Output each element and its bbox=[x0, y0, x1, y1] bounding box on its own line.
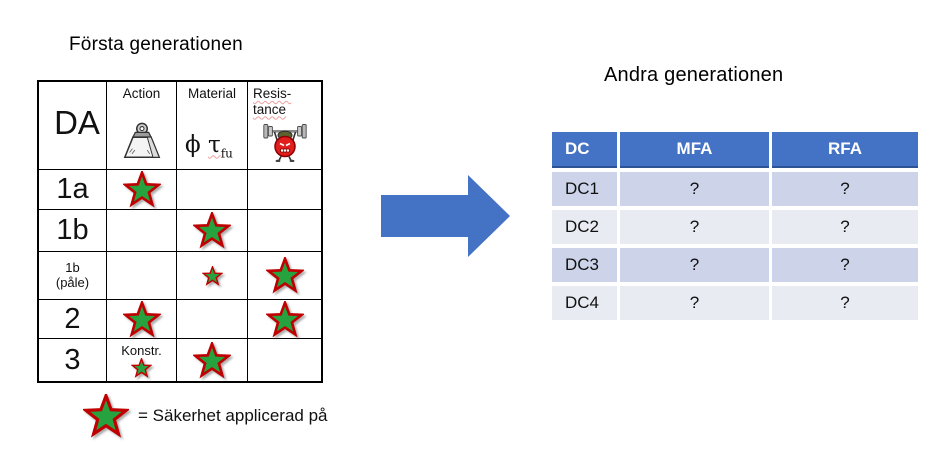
dc3-mfa-cell: ? bbox=[620, 248, 769, 282]
resistance-column-label-line2: tance bbox=[253, 101, 287, 117]
dc3-rfa-cell: ? bbox=[772, 248, 918, 282]
safety-star-icon bbox=[193, 341, 231, 379]
row-1b-pale-sublabel: (påle) bbox=[55, 274, 90, 290]
row-1b-pale-label-cell: 1b (påle) bbox=[39, 252, 107, 300]
phi-tau-symbols: ϕ τfu bbox=[177, 134, 233, 160]
da-label: DA bbox=[54, 104, 100, 141]
safety-star-icon bbox=[131, 358, 152, 378]
row-1a-label-cell: 1a bbox=[39, 170, 107, 210]
dc2-mfa-cell: ? bbox=[620, 210, 769, 244]
row-3-label: 3 bbox=[64, 343, 81, 376]
row-1b-action-cell bbox=[107, 210, 177, 252]
safety-star-icon bbox=[193, 212, 231, 249]
dc3-label-cell: DC3 bbox=[552, 248, 617, 282]
phi-symbol: ϕ bbox=[185, 132, 201, 159]
row-1b-pale-material-cell bbox=[177, 252, 248, 300]
safety-star-icon bbox=[122, 171, 161, 208]
row-1b-material-cell bbox=[177, 210, 248, 252]
row-1b-pale-resistance-cell bbox=[248, 252, 321, 300]
legend-text: = Säkerhet applicerad på bbox=[138, 406, 328, 425]
dc4-mfa-cell: ? bbox=[620, 286, 769, 320]
safety-star-icon bbox=[83, 394, 129, 438]
row-1b-label: 1b bbox=[56, 214, 89, 246]
second-generation-table: DC MFA RFA DC1 ? ? DC2 ? ? DC3 ? ? DC4 ?… bbox=[552, 132, 918, 320]
legend: = Säkerhet applicerad på bbox=[83, 394, 328, 438]
material-header-cell: Material ϕ τfu bbox=[177, 82, 248, 170]
row-1b-resistance-cell bbox=[248, 210, 321, 252]
row-1a-material-cell bbox=[177, 170, 248, 210]
first-generation-table: DA Action Material ϕ τfu Resi bbox=[37, 80, 323, 383]
safety-star-icon bbox=[201, 265, 223, 286]
row-2-label-cell: 2 bbox=[39, 300, 107, 339]
row-2-label: 2 bbox=[64, 302, 81, 335]
action-column-label: Action bbox=[122, 86, 161, 101]
row-2-material-cell bbox=[177, 300, 248, 339]
konstr-label: Konstr. bbox=[121, 342, 162, 358]
header-cell-rfa: RFA bbox=[772, 132, 918, 168]
dc4-label-cell: DC4 bbox=[552, 286, 617, 320]
dc4-rfa-cell: ? bbox=[772, 286, 918, 320]
first-generation-title: Första generationen bbox=[69, 34, 243, 55]
header-cell-dc: DC bbox=[552, 132, 617, 168]
dc1-label-cell: DC1 bbox=[552, 172, 617, 206]
weight-icon bbox=[121, 120, 163, 162]
weightlifter-icon bbox=[262, 122, 307, 162]
second-generation-title: Andra generationen bbox=[604, 64, 784, 86]
row-3-resistance-cell bbox=[248, 339, 321, 381]
row-1b-pale-label: 1b bbox=[65, 259, 80, 275]
dc1-rfa-cell: ? bbox=[772, 172, 918, 206]
row-2-resistance-cell bbox=[248, 300, 321, 339]
safety-star-icon bbox=[122, 300, 161, 338]
row-3-action-cell: Konstr. bbox=[107, 339, 177, 381]
row-1b-label-cell: 1b bbox=[39, 210, 107, 252]
row-3-label-cell: 3 bbox=[39, 339, 107, 381]
dc2-rfa-cell: ? bbox=[772, 210, 918, 244]
da-corner-cell: DA bbox=[39, 82, 107, 170]
safety-star-icon bbox=[265, 257, 304, 294]
row-1b-pale-action-cell bbox=[107, 252, 177, 300]
resistance-header-cell: Resis- tance bbox=[248, 82, 321, 170]
row-1a-action-cell bbox=[107, 170, 177, 210]
row-1a-resistance-cell bbox=[248, 170, 321, 210]
header-cell-mfa: MFA bbox=[620, 132, 769, 168]
material-column-label: Material bbox=[187, 86, 236, 101]
action-header-cell: Action bbox=[107, 82, 177, 170]
row-1a-label: 1a bbox=[56, 173, 89, 205]
row-2-action-cell bbox=[107, 300, 177, 339]
dc1-mfa-cell: ? bbox=[620, 172, 769, 206]
row-3-material-cell bbox=[177, 339, 248, 381]
resistance-column-label-line1: Resis- bbox=[253, 86, 292, 101]
safety-star-icon bbox=[265, 300, 304, 338]
dc2-label-cell: DC2 bbox=[552, 210, 617, 244]
tau-fu-symbol: τfu bbox=[208, 132, 233, 161]
right-arrow-icon bbox=[381, 175, 510, 257]
